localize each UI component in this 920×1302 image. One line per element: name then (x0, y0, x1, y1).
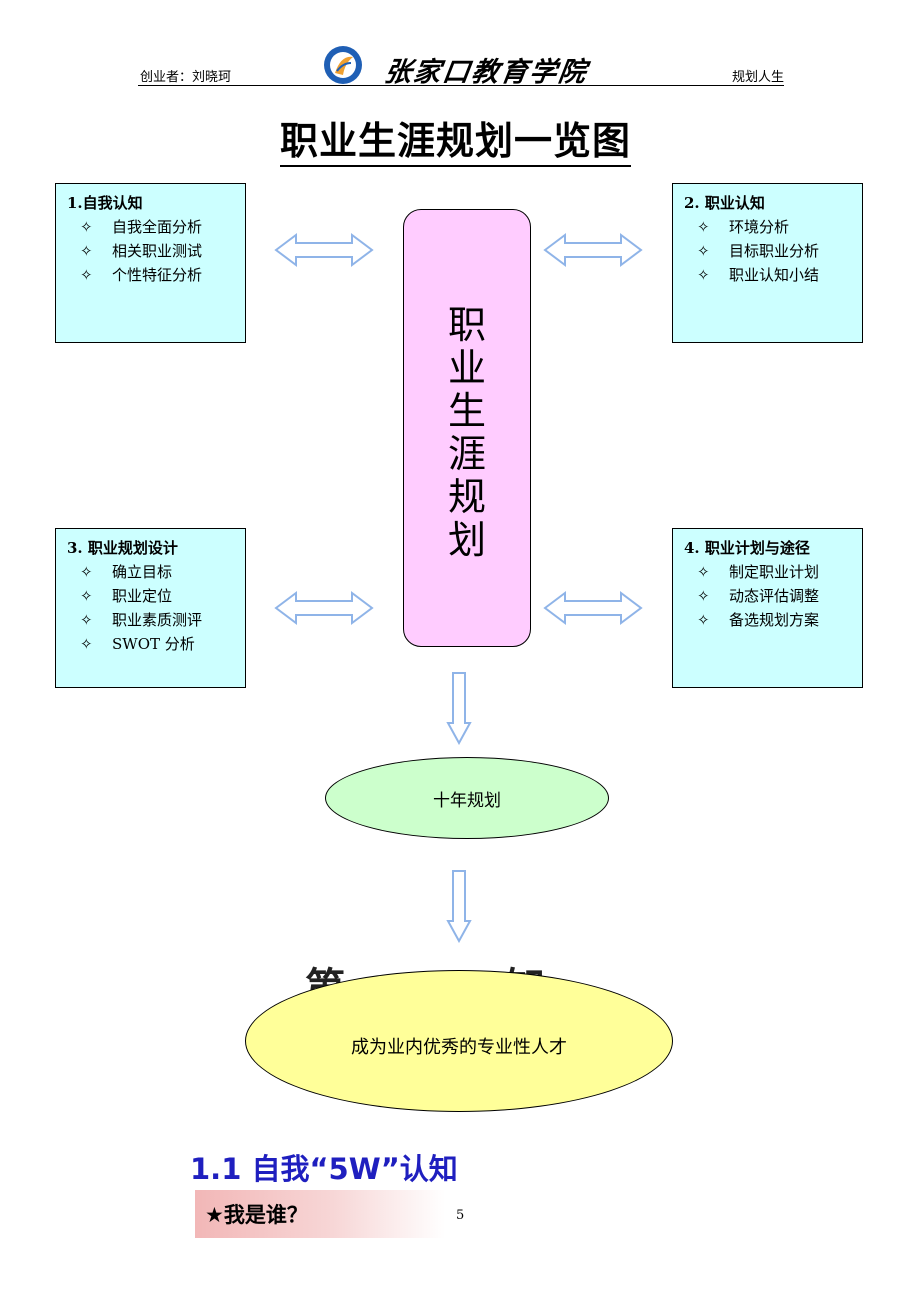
item-label: 制定职业计划 (729, 563, 820, 581)
box-title: 4. 职业计划与途径 (684, 539, 810, 557)
bullet-star-icon: ✧ (697, 587, 710, 605)
self-awareness-box: 1.自我认知 ✧ 自我全面分析 ✧ 相关职业测试 ✧ 个性特征分析 (55, 183, 246, 343)
ten-year-plan-label: 十年规划 (433, 790, 501, 811)
bullet-star-icon: ✧ (697, 242, 710, 260)
list-item: ✧ 备选规划方案 (697, 608, 862, 632)
list-item: ✧ 目标职业分析 (697, 239, 862, 263)
page-number: 5 (456, 1208, 465, 1223)
career-goal-ellipse: 成为业内优秀的专业性人才 (245, 970, 673, 1112)
section-heading: 1.1 自我“5W”认知 (190, 1152, 458, 1186)
bullet-star-icon: ✧ (80, 635, 93, 653)
center-char: 职 (447, 303, 486, 347)
box-title: 2. 职业认知 (684, 194, 765, 212)
list-item: ✧ 相关职业测试 (80, 239, 245, 263)
who-am-i-label: ★我是谁？ (205, 1203, 308, 1227)
list-item: ✧ 职业定位 (80, 584, 245, 608)
career-design-box: 3. 职业规划设计 ✧ 确立目标 ✧ 职业定位 ✧ 职业素质测评 ✧ SWOT 分析 (55, 528, 246, 688)
school-logo-icon (324, 46, 362, 84)
career-plan-box: 4. 职业计划与途径 ✧ 制定职业计划 ✧ 动态评估调整 ✧ 备选规划方案 (672, 528, 863, 688)
double-arrow-icon (543, 233, 643, 267)
item-label: 环境分析 (729, 218, 790, 236)
item-label: 确立目标 (112, 563, 173, 581)
item-label: 自我全面分析 (112, 218, 203, 236)
list-item: ✧ 个性特征分析 (80, 263, 245, 287)
down-arrow-icon (446, 672, 472, 745)
item-label: 备选规划方案 (729, 611, 820, 629)
bullet-star-icon: ✧ (697, 266, 710, 284)
center-vertical-text: 职 业 生 涯 规 划 (404, 304, 530, 562)
bullet-star-icon: ✧ (80, 587, 93, 605)
center-char: 涯 (447, 432, 486, 476)
bullet-star-icon: ✧ (697, 218, 710, 236)
career-planning-center: 职 业 生 涯 规 划 (403, 209, 531, 647)
center-char: 业 (447, 346, 486, 390)
list-item: ✧ 自我全面分析 (80, 215, 245, 239)
item-label: 职业定位 (112, 587, 173, 605)
item-label: 相关职业测试 (112, 242, 203, 260)
item-label: 个性特征分析 (112, 266, 203, 284)
who-am-i-bar: ★我是谁？ (195, 1190, 445, 1238)
item-label: 职业认知小结 (729, 266, 820, 284)
header-right-text: 规划人生 (732, 70, 785, 85)
down-arrow-icon (446, 870, 472, 943)
bullet-star-icon: ✧ (697, 563, 710, 581)
center-char: 生 (447, 389, 486, 433)
bullet-star-icon: ✧ (80, 242, 93, 260)
item-label: 目标职业分析 (729, 242, 820, 260)
list-item: ✧ 环境分析 (697, 215, 862, 239)
list-item: ✧ 职业认知小结 (697, 263, 862, 287)
career-goal-label: 成为业内优秀的专业性人才 (351, 1037, 567, 1058)
career-awareness-box: 2. 职业认知 ✧ 环境分析 ✧ 目标职业分析 ✧ 职业认知小结 (672, 183, 863, 343)
header-author: 创业者：刘晓珂 (140, 70, 232, 85)
school-name: 张家口教育学院 (382, 57, 590, 88)
item-label: 动态评估调整 (729, 587, 820, 605)
list-item: ✧ SWOT 分析 (80, 632, 245, 656)
double-arrow-icon (543, 591, 643, 625)
bullet-star-icon: ✧ (80, 563, 93, 581)
item-label: 职业素质测评 (112, 611, 203, 629)
box-title: 1.自我认知 (67, 194, 143, 212)
box-title: 3. 职业规划设计 (67, 539, 178, 557)
item-label: SWOT 分析 (112, 635, 195, 653)
list-item: ✧ 动态评估调整 (697, 584, 862, 608)
bullet-star-icon: ✧ (697, 611, 710, 629)
double-arrow-icon (274, 233, 374, 267)
bullet-star-icon: ✧ (80, 218, 93, 236)
double-arrow-icon (274, 591, 374, 625)
bullet-star-icon: ✧ (80, 611, 93, 629)
list-item: ✧ 确立目标 (80, 560, 245, 584)
list-item: ✧ 制定职业计划 (697, 560, 862, 584)
ten-year-plan-ellipse: 十年规划 (325, 757, 609, 839)
center-char: 划 (447, 518, 486, 562)
center-char: 规 (447, 475, 486, 519)
page-title: 职业生涯规划一览图 (280, 118, 632, 167)
bullet-star-icon: ✧ (80, 266, 93, 284)
list-item: ✧ 职业素质测评 (80, 608, 245, 632)
header-rule (138, 85, 784, 86)
